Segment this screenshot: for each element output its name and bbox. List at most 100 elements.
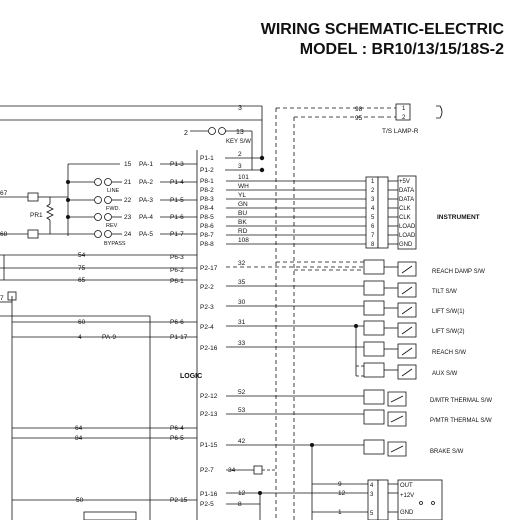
pin-label: P6-2 bbox=[170, 267, 184, 274]
wire-label: 33 bbox=[238, 340, 246, 347]
signal-label: DATA bbox=[399, 188, 414, 194]
pin-label: P2-4 bbox=[200, 324, 214, 331]
switch-label: LIFT S/W(2) bbox=[432, 329, 465, 335]
pin-label: P8-1 bbox=[200, 178, 214, 185]
wire-label: 67 bbox=[0, 190, 8, 197]
title-line-1: WIRING SCHEMATIC-ELECTRIC bbox=[260, 21, 504, 38]
wire-label: 98 bbox=[355, 106, 363, 113]
signal-label: CLK bbox=[399, 206, 411, 212]
pin-label: P8-4 bbox=[200, 205, 214, 212]
sensor-contact-icon bbox=[431, 501, 435, 505]
out-label: OUT bbox=[400, 483, 413, 489]
pa-label: PA-1 bbox=[139, 161, 153, 168]
pin-label: P2-3 bbox=[200, 304, 214, 311]
direction-switch-icon bbox=[94, 178, 102, 186]
pin-label: P8-2 bbox=[200, 187, 214, 194]
direction-switch-icon bbox=[94, 213, 102, 221]
junction-dot bbox=[66, 214, 71, 219]
wire-label: 53 bbox=[238, 407, 246, 414]
pin-label: P1-7 bbox=[170, 231, 184, 238]
wire-label: 1 bbox=[338, 509, 342, 516]
wire-label: 108 bbox=[238, 237, 249, 244]
switch-label: TILT S/W bbox=[432, 289, 457, 295]
sensor-contact-icon bbox=[419, 501, 423, 505]
wire-label: YL bbox=[238, 192, 246, 199]
pa-input-group: 15 PA-1 P1-3 21 PA-2 P1-4 LINE 22 PA-3 P… bbox=[66, 161, 197, 247]
wire-label: 35 bbox=[238, 279, 246, 286]
switch-box bbox=[397, 302, 417, 318]
instrument-label: INSTRUMENT bbox=[437, 214, 480, 221]
pin-label: P2-12 bbox=[200, 393, 218, 400]
junction-dot bbox=[309, 442, 314, 447]
wire-label: BK bbox=[238, 219, 247, 226]
switch-connector bbox=[363, 259, 385, 275]
signal-label: LOAD bbox=[399, 233, 416, 239]
wire-label: 75 bbox=[78, 265, 86, 272]
thermal-switch-box bbox=[387, 391, 407, 407]
wire-label: 15 bbox=[124, 161, 132, 168]
pin-number: 7 bbox=[371, 233, 375, 239]
fwd-label: FWD. bbox=[106, 206, 121, 212]
pin-label: P1-1 bbox=[200, 155, 214, 162]
pa-label: PA-2 bbox=[139, 179, 153, 186]
pin-label: P1-16 bbox=[200, 491, 218, 498]
pin-number: 4 bbox=[371, 206, 375, 212]
wire-label: GN bbox=[238, 201, 248, 208]
diode-icon bbox=[7, 291, 17, 301]
pin-label: P8-8 bbox=[200, 241, 214, 248]
direction-switch-icon bbox=[104, 230, 112, 238]
switch-label: LIFT S/W(1) bbox=[432, 309, 465, 315]
wire-label: 7 bbox=[0, 295, 4, 302]
lamp-connector bbox=[395, 103, 411, 121]
switch-rows: P2-17 32 REACH DAMP S/W P2-2 35 TILT S/W… bbox=[200, 259, 492, 520]
wire-label: 23 bbox=[124, 214, 132, 221]
title-line-2: MODEL : BR10/13/15/18S-2 bbox=[299, 41, 504, 58]
pr1-label: PR1 bbox=[30, 212, 43, 219]
pin-label: P1-15 bbox=[200, 442, 218, 449]
ts-lamp-group: 98 95 1 2 T/S LAMP-R bbox=[275, 103, 443, 520]
schematic-title: WIRING SCHEMATIC-ELECTRIC MODEL : BR10/1… bbox=[0, 20, 504, 60]
switch-connector bbox=[363, 409, 385, 425]
wire-label: 60 bbox=[78, 319, 86, 326]
switch-connector bbox=[363, 320, 385, 336]
left-logic-wires: 54 P6-3 75 P6-2 65 P6-1 7 60 P6-6 4 PA-9… bbox=[0, 252, 197, 520]
switch-icon bbox=[401, 368, 413, 377]
connector-block bbox=[377, 479, 389, 520]
switch-box bbox=[397, 364, 417, 380]
wire-label: 95 bbox=[355, 115, 363, 122]
wire-label: 9 bbox=[338, 481, 342, 488]
connector-block bbox=[377, 176, 389, 249]
switch-connector bbox=[363, 389, 385, 405]
component-block bbox=[83, 511, 137, 520]
wire-label: BU bbox=[238, 210, 247, 217]
switch-label: D/MTR THERMAL S/W bbox=[430, 398, 492, 404]
brake-switch-box bbox=[387, 441, 407, 457]
resistor-icon bbox=[46, 203, 54, 221]
wire-label: 32 bbox=[238, 260, 246, 267]
pin-label: P8-3 bbox=[200, 196, 214, 203]
pin-number: 5 bbox=[371, 215, 375, 221]
wire-label: 3 bbox=[238, 163, 242, 170]
wire-label: 54 bbox=[78, 252, 86, 259]
direction-switch-icon bbox=[104, 196, 112, 204]
switch-icon bbox=[390, 415, 404, 423]
pin-label: P2-5 bbox=[200, 501, 214, 508]
pin-number: 3 bbox=[371, 197, 375, 203]
switch-label: REACH S/W bbox=[432, 350, 466, 356]
pa-label: PA-9 bbox=[102, 334, 116, 341]
pa-label: PA-5 bbox=[139, 231, 153, 238]
pin-label: P1-6 bbox=[170, 214, 184, 221]
signal-label: GND bbox=[399, 242, 413, 248]
wire-label: 64 bbox=[75, 425, 83, 432]
pin-number: 3 bbox=[370, 492, 374, 498]
wire-label: 84 bbox=[75, 435, 83, 442]
gnd-label: GND bbox=[400, 510, 414, 516]
switch-connector bbox=[363, 439, 385, 455]
pin-label: P6-4 bbox=[170, 425, 184, 432]
pin-label: P6-6 bbox=[170, 319, 184, 326]
junction-dot bbox=[66, 179, 71, 184]
pin-number: 6 bbox=[371, 224, 375, 230]
top-wire-group: 3 2 13 KEY S/W bbox=[0, 105, 265, 173]
wire-label: 21 bbox=[124, 179, 132, 186]
